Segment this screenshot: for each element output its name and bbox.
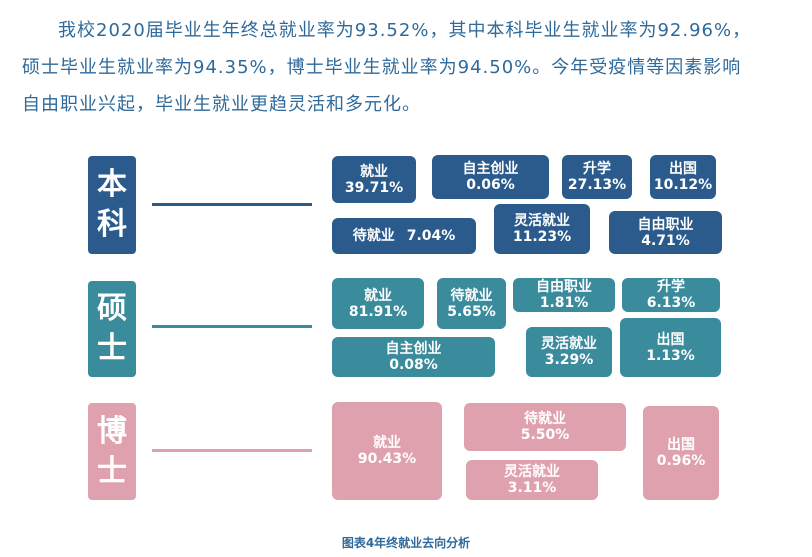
bachelor-connector-line bbox=[152, 203, 312, 206]
bachelor-freelance-name: 自由职业 bbox=[637, 216, 694, 233]
bachelor-further-study-value: 27.13% bbox=[567, 177, 627, 193]
doctor-employed-name: 就业 bbox=[373, 435, 401, 451]
doctor-awaiting-value: 5.50% bbox=[520, 427, 570, 443]
master-self-employed-value: 0.08% bbox=[389, 357, 438, 373]
figure-caption: 图表4年终就业去向分析 bbox=[341, 536, 471, 550]
doctor-employed-value: 90.43% bbox=[357, 451, 417, 467]
doctor-label: 博 士 bbox=[88, 403, 136, 500]
bachelor-employed-value: 39.71% bbox=[344, 179, 404, 196]
master-freelance-name: 自由职业 bbox=[536, 279, 592, 295]
doctor-abroad-name: 出国 bbox=[667, 437, 695, 453]
master-awaiting-name: 待就业 bbox=[450, 287, 493, 304]
bachelor-employed-box: 就业 39.71% bbox=[332, 156, 416, 203]
master-abroad-box: 出国 1.13% bbox=[620, 318, 721, 377]
doctor-connector-line bbox=[152, 449, 312, 452]
bachelor-label-char-1: 本 bbox=[97, 167, 127, 202]
master-employed-name: 就业 bbox=[364, 287, 392, 304]
bachelor-further-study-box: 升学 27.13% bbox=[562, 155, 632, 199]
master-flexible-value: 3.29% bbox=[544, 352, 594, 368]
doctor-label-char-1: 博 bbox=[97, 413, 127, 449]
bachelor-flexible-box: 灵活就业 11.23% bbox=[494, 204, 590, 254]
master-abroad-value: 1.13% bbox=[646, 347, 695, 364]
bachelor-abroad-box: 出国 10.12% bbox=[650, 155, 716, 199]
doctor-label-char-2: 士 bbox=[97, 453, 127, 489]
bachelor-awaiting-box: 待就业 7.04% bbox=[332, 218, 476, 254]
doctor-employed-box: 就业 90.43% bbox=[332, 402, 442, 500]
master-freelance-value: 1.81% bbox=[539, 295, 589, 311]
master-awaiting-box: 待就业 5.65% bbox=[437, 278, 506, 329]
bachelor-self-employed-name: 自主创业 bbox=[462, 161, 519, 177]
master-self-employed-box: 自主创业 0.08% bbox=[332, 337, 495, 377]
master-awaiting-value: 5.65% bbox=[447, 303, 496, 320]
bachelor-freelance-value: 4.71% bbox=[641, 232, 690, 249]
master-connector-line bbox=[152, 325, 312, 328]
bachelor-freelance-box: 自由职业 4.71% bbox=[609, 211, 722, 254]
bachelor-self-employed-box: 自主创业 0.06% bbox=[432, 155, 549, 199]
master-further-study-value: 6.13% bbox=[646, 295, 696, 311]
master-further-study-name: 升学 bbox=[657, 279, 685, 295]
bachelor-abroad-name: 出国 bbox=[669, 161, 697, 177]
bachelor-abroad-value: 10.12% bbox=[653, 177, 713, 193]
master-flexible-box: 灵活就业 3.29% bbox=[526, 327, 612, 377]
intro-paragraph: 我校2020届毕业生年终总就业率为93.52%，其中本科毕业生就业率为92.96… bbox=[22, 12, 807, 123]
doctor-flexible-box: 灵活就业 3.11% bbox=[466, 460, 598, 500]
bachelor-flexible-name: 灵活就业 bbox=[514, 213, 570, 229]
bachelor-label-char-2: 科 bbox=[97, 207, 127, 242]
bachelor-employed-name: 就业 bbox=[360, 163, 388, 180]
doctor-abroad-value: 0.96% bbox=[656, 453, 706, 469]
bachelor-awaiting-name: 待就业 bbox=[352, 228, 395, 244]
doctor-awaiting-name: 待就业 bbox=[524, 411, 566, 427]
bachelor-label: 本 科 bbox=[88, 156, 136, 254]
doctor-awaiting-box: 待就业 5.50% bbox=[464, 403, 626, 451]
master-label: 硕 士 bbox=[88, 281, 136, 377]
bachelor-awaiting-value: 7.04% bbox=[406, 228, 456, 244]
master-label-char-1: 硕 bbox=[97, 291, 127, 326]
master-employed-box: 就业 81.91% bbox=[332, 278, 424, 329]
intro-line-3: 自由职业兴起，毕业生就业更趋灵活和多元化。 bbox=[22, 94, 421, 115]
master-freelance-box: 自由职业 1.81% bbox=[513, 278, 615, 312]
intro-line-2: 硕士毕业生就业率为94.35%，博士毕业生就业率为94.50%。今年受疫情等因素… bbox=[22, 57, 742, 78]
intro-line-1: 我校2020届毕业生年终总就业率为93.52%，其中本科毕业生就业率为92.96… bbox=[58, 20, 752, 41]
master-further-study-box: 升学 6.13% bbox=[622, 278, 720, 312]
master-self-employed-name: 自主创业 bbox=[385, 341, 442, 357]
doctor-flexible-name: 灵活就业 bbox=[504, 464, 560, 480]
master-flexible-name: 灵活就业 bbox=[541, 336, 597, 352]
master-employed-value: 81.91% bbox=[348, 303, 408, 320]
bachelor-self-employed-value: 0.06% bbox=[466, 177, 515, 193]
doctor-abroad-box: 出国 0.96% bbox=[643, 406, 719, 500]
master-abroad-name: 出国 bbox=[656, 331, 685, 348]
master-label-char-2: 士 bbox=[97, 331, 127, 366]
doctor-flexible-value: 3.11% bbox=[507, 480, 557, 496]
bachelor-flexible-value: 11.23% bbox=[512, 229, 572, 245]
bachelor-further-study-name: 升学 bbox=[583, 161, 611, 177]
